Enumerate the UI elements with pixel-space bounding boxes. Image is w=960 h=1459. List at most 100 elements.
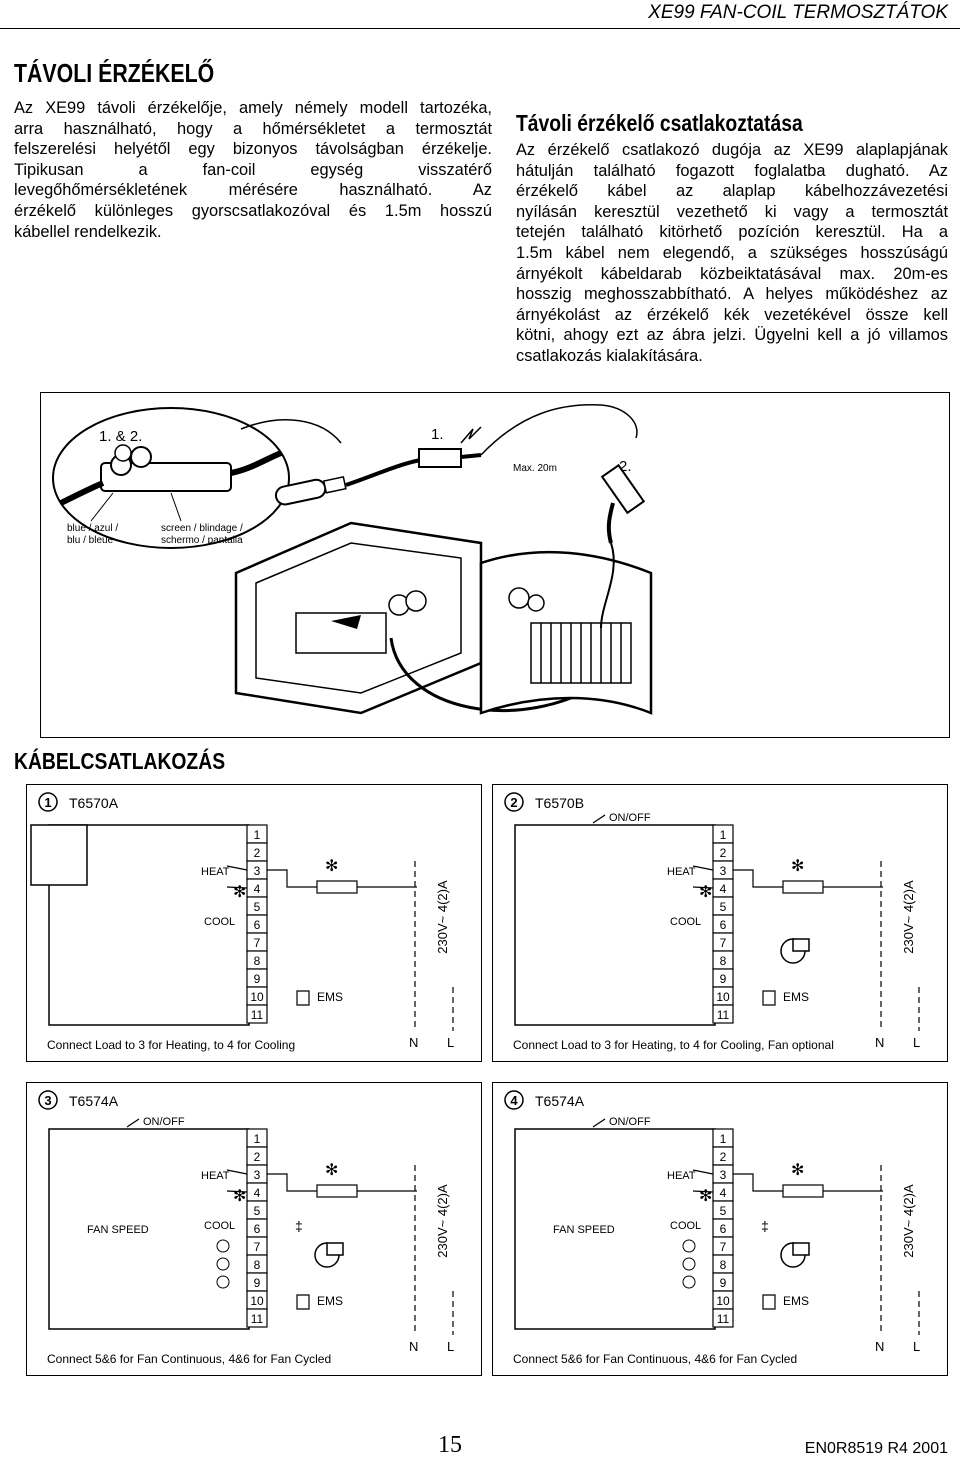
label-blue-2: blu / bleue [67, 535, 114, 546]
page-number: 15 [438, 1432, 462, 1458]
terminal-box [246, 1004, 268, 1024]
voltage-label: 230V~ 4(2)A [435, 1184, 450, 1258]
heat-label: HEAT [201, 866, 230, 878]
terminal-number: 1 [254, 828, 261, 842]
load-symbol-icon: ✻ [325, 858, 338, 875]
n-label: N [409, 1035, 418, 1050]
load-wiring [267, 1173, 417, 1192]
terminal-number: 4 [254, 1186, 261, 1200]
cool-label: COOL [670, 1220, 701, 1232]
sensor-installation-figure: 1. & 2. blue / azul / blu / bleue screen… [40, 392, 950, 738]
terminal-number: 9 [720, 972, 727, 986]
terminal-number: 1 [720, 828, 727, 842]
load-wiring [733, 1173, 883, 1192]
cool-label: COOL [204, 1220, 235, 1232]
label-max-length: Max. 20m [513, 463, 557, 474]
fan-speed-label: FAN SPEED [87, 1224, 149, 1236]
diagram-note: Connect Load to 3 for Heating, to 4 for … [513, 1038, 834, 1052]
terminal-number: 2 [720, 1150, 727, 1164]
paragraph-line: levegőhőmérsékletének mérésére használha… [14, 181, 492, 200]
terminal-number: 3 [720, 1168, 727, 1182]
n-label: N [875, 1339, 884, 1354]
terminal-number: 4 [720, 1186, 727, 1200]
document-code: EN0R8519 R4 2001 [804, 1440, 948, 1457]
n-label: N [409, 1339, 418, 1354]
fan-speed-switch-icon [682, 1275, 696, 1289]
switch-wiring [226, 865, 248, 889]
load-symbol-icon: ✻ [325, 1162, 338, 1179]
intro-paragraph: Az XE99 távoli érzékelője, amely némely … [14, 98, 492, 242]
terminal-box [246, 1308, 268, 1328]
paragraph-line: kábellel rendelkezik. [14, 222, 162, 241]
l-label: L [913, 1339, 920, 1354]
terminal-number: 8 [254, 1258, 261, 1272]
paragraph-line: arra használható, hogy a hőmérsékletet a… [14, 119, 492, 138]
model-label: T6570A [69, 795, 119, 811]
fan-speed-switch-icon [216, 1257, 230, 1271]
diagram-number-badge [38, 792, 58, 812]
terminal-number: 3 [720, 864, 727, 878]
label-screen-2: schermo / pantalla [161, 535, 243, 546]
diagram-number-badge [504, 792, 524, 812]
paragraph-line: érzékelő különleges gyorscsatlakozóval é… [14, 201, 492, 220]
onoff-switch-icon [592, 1118, 606, 1128]
paragraph-line: Az XE99 távoli érzékelője, amely némely … [14, 99, 492, 117]
terminal-number: 10 [716, 990, 730, 1004]
paragraph-line: Tipikusan a fan-coil egység visszatérő [14, 160, 492, 179]
sensor-box [30, 824, 88, 886]
terminal-number: 4 [720, 882, 727, 896]
terminal-number: 5 [254, 900, 261, 914]
l-label: L [447, 1035, 454, 1050]
l-label: L [447, 1339, 454, 1354]
terminal-number: 11 [717, 1312, 730, 1326]
paragraph-line: felszerelési helyétől egy bizonyos távol… [14, 140, 492, 159]
label-1-and-2: 1. & 2. [99, 428, 142, 445]
onoff-switch-icon [592, 814, 606, 824]
fan-outlet-icon [792, 938, 810, 952]
connection-paragraph: Az érzékelő csatlakozó dugója az XE99 al… [516, 140, 948, 367]
diagram-number: 4 [510, 1093, 518, 1108]
terminal-number: 6 [720, 918, 727, 932]
voltage-label: 230V~ 4(2)A [901, 880, 916, 954]
heat-label: HEAT [201, 1170, 230, 1182]
fan-speed-switch-icon [682, 1257, 696, 1271]
voltage-label: 230V~ 4(2)A [435, 880, 450, 954]
terminal-number: 8 [254, 954, 261, 968]
dagger-icon: ‡ [761, 1218, 769, 1234]
terminal-number: 3 [254, 864, 261, 878]
terminal-number: 6 [254, 1222, 261, 1236]
load-resistor-icon [782, 880, 824, 894]
load-wiring [733, 869, 883, 888]
label-screen-1: screen / blindage / [161, 523, 243, 534]
terminal-number: 11 [251, 1312, 264, 1326]
terminal-number: 10 [250, 990, 264, 1004]
terminal-number: 11 [717, 1008, 730, 1022]
terminal-number: 10 [716, 1294, 730, 1308]
terminal-number: 5 [254, 1204, 261, 1218]
paragraph-line: árnyékolást az érzékelő kék vezetékével … [516, 305, 948, 324]
paragraph-line: csatlakozás kialakítására. [516, 346, 703, 365]
paragraph-line: nyílásán keresztül vezethető ki vagy a t… [516, 202, 948, 221]
diagram-number-badge [504, 1090, 524, 1110]
onoff-switch-icon [126, 1118, 140, 1128]
terminal-number: 2 [254, 1150, 261, 1164]
terminal-number: 3 [254, 1168, 261, 1182]
switch-wiring [692, 1169, 714, 1193]
onoff-label: ON/OFF [609, 1116, 651, 1128]
model-label: T6570B [535, 795, 584, 811]
terminal-number: 10 [250, 1294, 264, 1308]
section-heading-cable-connection: KÁBELCSATLAKOZÁS [14, 748, 226, 774]
cool-label: COOL [204, 916, 235, 928]
terminal-number: 5 [720, 1204, 727, 1218]
voltage-label: 230V~ 4(2)A [901, 1184, 916, 1258]
onoff-label: ON/OFF [143, 1116, 185, 1128]
load-resistor-icon [316, 1184, 358, 1198]
snowflake-icon: ✻ [233, 1188, 246, 1205]
diagram-note: Connect 5&6 for Fan Continuous, 4&6 for … [47, 1352, 331, 1366]
paragraph-line: érzékelő kábel az alaplap kábelhozzáveze… [516, 182, 948, 201]
cool-label: COOL [670, 916, 701, 928]
terminal-number: 4 [254, 882, 261, 896]
snowflake-icon: ✻ [233, 884, 246, 901]
